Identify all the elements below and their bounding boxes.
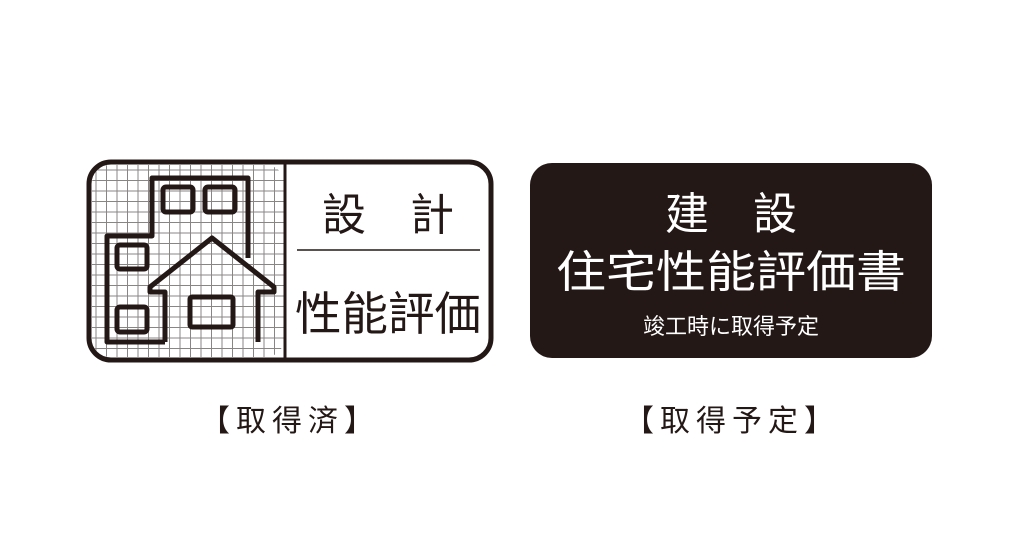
construction-performance-badge: 建 設 住宅性能評価書 竣工時に取得予定 xyxy=(530,163,932,358)
acquired-caption: 【取得済】 xyxy=(200,404,380,439)
house-floorplan-grid-icon xyxy=(104,175,277,345)
badge-frame xyxy=(530,163,932,358)
construction-label: 建 設 xyxy=(665,189,797,240)
scheduled-caption: 【取得予定】 xyxy=(624,404,840,439)
design-label: 設 計 xyxy=(322,190,454,241)
scheduled-note: 竣工時に取得予定 xyxy=(643,315,819,340)
performance-evaluation-label: 性能評価 xyxy=(295,287,481,341)
design-performance-badge: 設 計 性能評価 xyxy=(86,159,494,363)
housing-performance-report-label: 住宅性能評価書 xyxy=(556,247,906,298)
